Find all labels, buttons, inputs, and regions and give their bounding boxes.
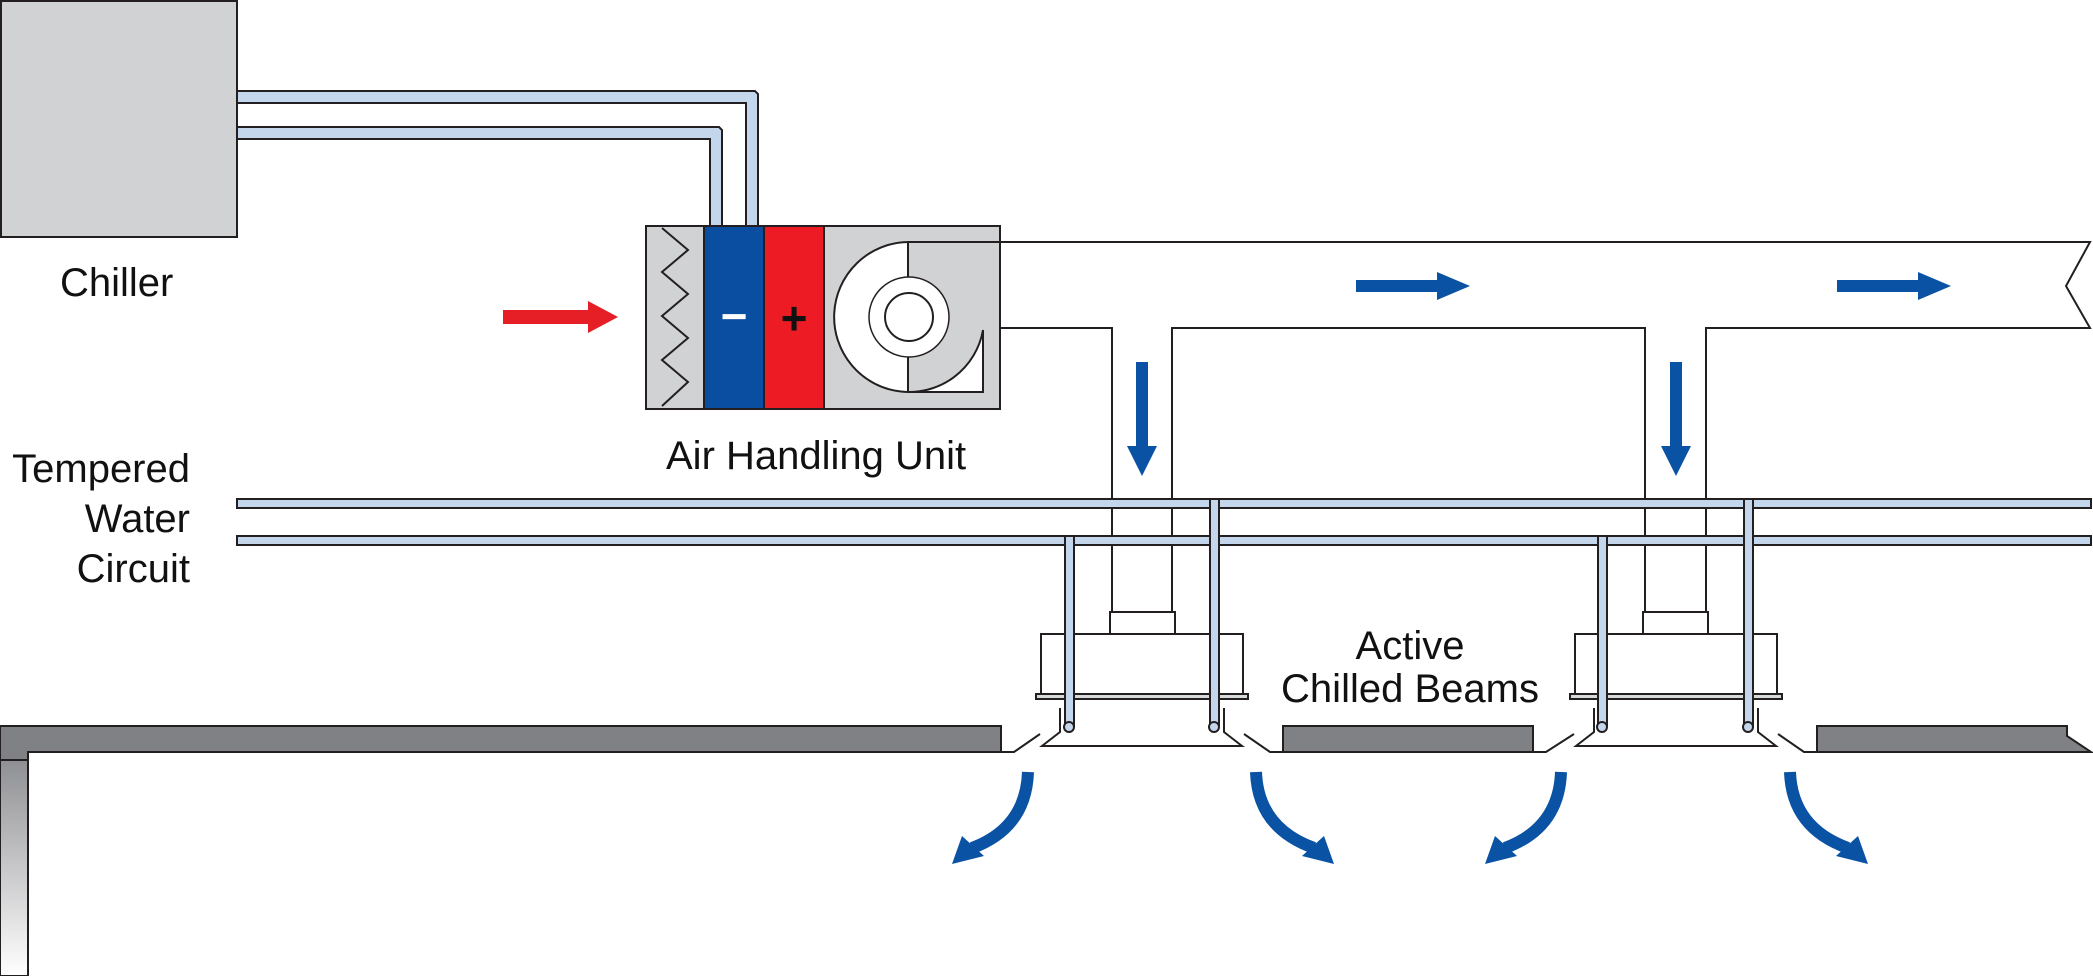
tempered-water-circuit-label: Tempered Water Circuit [0, 444, 190, 594]
filter-zigzag [660, 227, 690, 407]
air-handling-unit [645, 225, 1001, 410]
tempered-water-pipes [236, 498, 2092, 546]
chilled-water-pipes [236, 90, 759, 228]
air-handling-unit-label: Air Handling Unit [666, 434, 967, 478]
label-line: Water [84, 497, 190, 541]
supply-duct [1000, 241, 2092, 500]
cooling-coil [703, 225, 765, 410]
ceiling [0, 725, 2093, 976]
heating-coil-symbol: + [781, 292, 808, 344]
active-chilled-beams-label: Active Chilled Beams [1260, 625, 1560, 711]
heating-coil [763, 225, 825, 410]
duct-flow-arrows [1127, 272, 1951, 476]
ceiling-slots [1001, 733, 1817, 753]
room-airflow-arrows [969, 771, 1851, 854]
beam-water-connections [1063, 498, 1754, 733]
fan-housing [833, 240, 984, 393]
beam-drop-ducts [1111, 508, 1707, 612]
cooling-coil-symbol: − [721, 290, 748, 342]
room-airflow-arrowheads [952, 836, 1868, 864]
chiller-label: Chiller [60, 261, 174, 305]
label-line: Chilled Beams [1281, 667, 1539, 711]
label-line: Active [1355, 624, 1465, 668]
chiller-box [0, 0, 238, 238]
label-line: Circuit [76, 547, 190, 591]
label-line: Tempered [12, 447, 190, 491]
outside-air-arrow [503, 301, 618, 333]
